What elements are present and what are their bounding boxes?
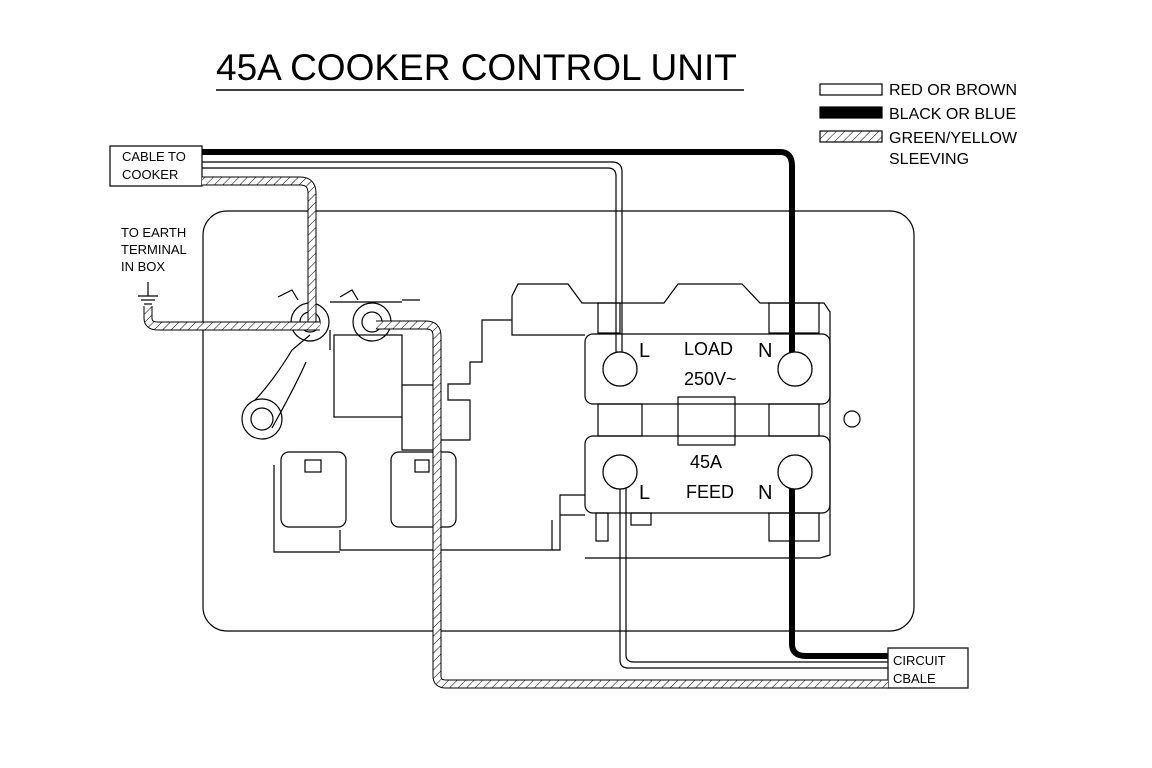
legend-live-swatch bbox=[819, 83, 883, 96]
terminal-feed-neutral-cap bbox=[777, 454, 813, 490]
indicator-module bbox=[273, 330, 553, 553]
cable-to-cooker-box: CABLE TO COOKER bbox=[109, 145, 203, 187]
wire-earth-box bbox=[143, 306, 320, 331]
legend-neutral-swatch bbox=[819, 106, 883, 119]
wire-neutral-cooker bbox=[202, 149, 795, 358]
earth-terminal-line-2: TERMINAL bbox=[121, 242, 187, 257]
cable-to-cooker-line-2: COOKER bbox=[122, 167, 178, 182]
legend: RED OR BROWN BLACK OR BLUE GREEN/YELLOW … bbox=[819, 82, 1018, 168]
earth-symbol-icon bbox=[138, 282, 158, 305]
cable-to-cooker-line-1: CABLE TO bbox=[122, 149, 186, 164]
legend-neutral-label: BLACK OR BLUE bbox=[889, 106, 1016, 123]
legend-earth-swatch bbox=[819, 130, 883, 143]
wire-neutral-circuit bbox=[789, 478, 888, 659]
circuit-cable-box: CIRCUIT CBALE bbox=[887, 647, 969, 689]
switch-body bbox=[402, 283, 831, 559]
wire-live-circuit bbox=[619, 478, 888, 669]
diagram-title: 45A COOKER CONTROL UNIT bbox=[216, 47, 737, 88]
faceplate-outline bbox=[202, 210, 915, 632]
wire-earth-circuit bbox=[376, 320, 888, 689]
fixing-hole bbox=[843, 410, 861, 428]
load-label: LOAD bbox=[684, 339, 733, 359]
circuit-cable-line-2: CBALE bbox=[893, 671, 936, 686]
wire-earth-cooker bbox=[202, 176, 317, 328]
earth-terminal-label: TO EARTH TERMINAL IN BOX bbox=[121, 225, 187, 274]
rating-label: 45A bbox=[690, 452, 722, 472]
terminal-load-neutral-cap bbox=[777, 351, 813, 387]
load-neutral-label: N bbox=[758, 340, 772, 362]
earth-terminal-line-3: IN BOX bbox=[121, 259, 165, 274]
circuit-cable-line-1: CIRCUIT bbox=[893, 653, 946, 668]
legend-live-label: RED OR BROWN bbox=[889, 82, 1017, 99]
load-live-label: L bbox=[639, 340, 650, 362]
earth-terminal-line-1: TO EARTH bbox=[121, 225, 186, 240]
terminal-load-live-cap bbox=[602, 351, 638, 387]
legend-earth-label: GREEN/YELLOW bbox=[889, 130, 1018, 147]
feed-live-label: L bbox=[639, 482, 650, 504]
voltage-label: 250V~ bbox=[684, 369, 737, 389]
legend-earth-label-2: SLEEVING bbox=[889, 151, 969, 168]
terminal-feed-live-cap bbox=[602, 454, 638, 490]
feed-neutral-label: N bbox=[758, 482, 772, 504]
feed-label: FEED bbox=[686, 482, 734, 502]
earth-link-bar bbox=[241, 289, 402, 440]
